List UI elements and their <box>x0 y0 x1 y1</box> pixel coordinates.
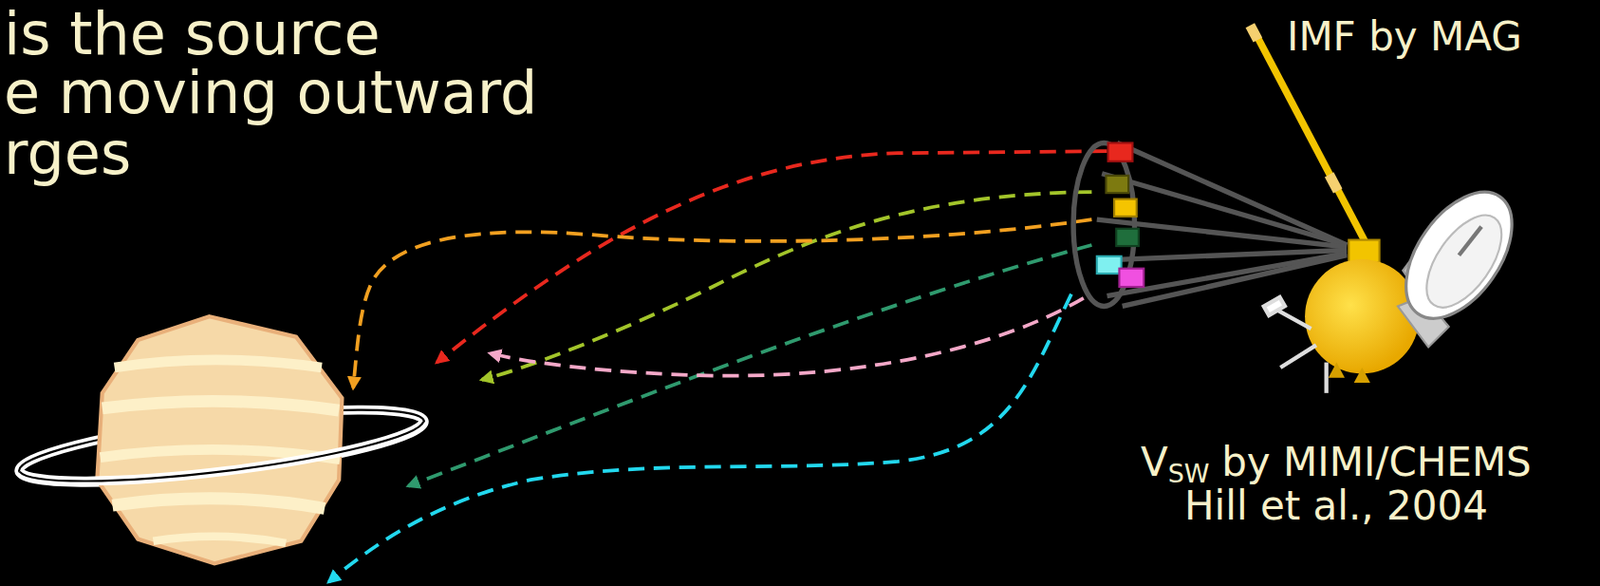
instrument-label: IMF by MAG <box>1286 15 1523 59</box>
saturn <box>16 316 428 563</box>
velocity-label-row: VSW by MIMI/CHEMS <box>1140 438 1532 488</box>
symbol-label: V <box>1140 438 1169 485</box>
citation: Hill et al., 2004 <box>1184 483 1489 528</box>
heading-fragment: is the source <box>3 1 381 67</box>
subscript-label: SW <box>1168 458 1210 488</box>
instrument-label: by MIMI/CHEMS <box>1221 438 1532 485</box>
cassini-spacecraft <box>1073 22 1534 393</box>
ion-trajectories <box>328 150 1107 582</box>
heading-fragment: e moving outward <box>3 60 538 126</box>
heading-fragment: rges <box>3 121 131 187</box>
